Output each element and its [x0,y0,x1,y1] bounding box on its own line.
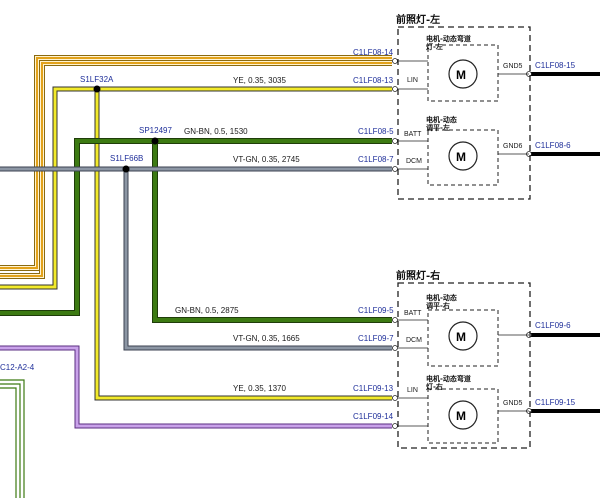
module-title: 前照灯-右 [396,269,440,282]
wire-label-ye-1370: YE, 0.35, 1370 [233,384,286,393]
wire-purple [0,345,392,429]
splice-label-s1lf66b: S1LF66B [110,154,143,163]
splice-label-s1lf32a: S1LF32A [80,75,114,84]
motor-icon [448,321,478,351]
motor-name-2: 调平-左 [426,123,450,132]
wire-yellow [0,86,392,401]
pin-label: BATT [404,310,422,317]
motor-symbol: M [456,68,466,82]
pin-label: DCM [406,158,422,165]
connector-label: C1LF09-5 [358,306,394,315]
pin-terminals [392,58,532,429]
module-title: 前照灯-左 [396,13,440,26]
ground-connector-label: C1LF08-15 [535,61,576,70]
motor-name-2: 灯-右 [426,382,443,391]
wire-label-gnbn-2875: GN-BN, 0.5, 2875 [175,306,239,315]
connector-label: C1LF08-7 [358,155,394,164]
splice-dot-s1lf32a [93,85,101,93]
motor-icon [448,400,478,430]
motor-symbol: M [456,150,466,164]
motor-name: 电机-动态弯道 [426,374,471,383]
pin-label: LIN [407,387,418,394]
connector-label: C1LF09-13 [353,384,394,393]
module-headlamp-left: 前照灯-左 电机-动态弯道 灯-左 M LIN GND5 C1LF08-15 电… [396,13,576,200]
motor-name: 电机-动态 [426,115,457,124]
ground-connector-label: C1LF09-6 [535,321,571,330]
connector-label: C1LF09-14 [353,412,394,421]
motor-name: 电机-动态弯道 [426,34,471,43]
wire-orange [0,55,392,279]
connector-label-partial: C12-A2-4 [0,363,35,372]
connector-label: C1LF09-7 [358,334,394,343]
wire-label-gnbn-1530: GN-BN, 0.5, 1530 [184,127,248,136]
connector-label: C1LF08-14 [353,48,394,57]
pin-label: DCM [406,337,422,344]
wire-label-vtgn-2745: VT-GN, 0.35, 2745 [233,155,300,164]
wire-green [0,138,392,323]
connector-label: C1LF08-5 [358,127,394,136]
wire-vt-gn [0,166,392,351]
pin-label: GND5 [503,63,523,70]
splice-dot-sp12497 [151,137,159,145]
module-headlamp-right: 前照灯-右 电机-动态 调平-右 M BATT DCM C1LF09-6 电机-… [396,269,576,449]
motor-symbol: M [456,330,466,344]
connector-label: C1LF08-13 [353,76,394,85]
wire-label-vtgn-1665: VT-GN, 0.35, 1665 [233,334,300,343]
splice-dot-s1lf66b [122,165,130,173]
motor-symbol: M [456,409,466,423]
wire-label-ye-3035: YE, 0.35, 3035 [233,76,286,85]
ground-connector-label: C1LF09-15 [535,398,576,407]
pin-label: BATT [404,131,422,138]
pin-label: GND5 [503,400,523,407]
motor-icon [448,59,478,89]
motor-name: 电机-动态 [426,293,457,302]
wire-partial-left [0,379,25,498]
motor-name-2: 灯-左 [426,42,443,51]
splice-label-sp12497: SP12497 [139,126,172,135]
motor-icon [448,141,478,171]
pin-label: GND6 [503,143,523,150]
motor-name-2: 调平-右 [426,301,450,310]
pin-label: LIN [407,77,418,84]
ground-wires [530,72,600,413]
ground-connector-label: C1LF08-6 [535,141,571,150]
